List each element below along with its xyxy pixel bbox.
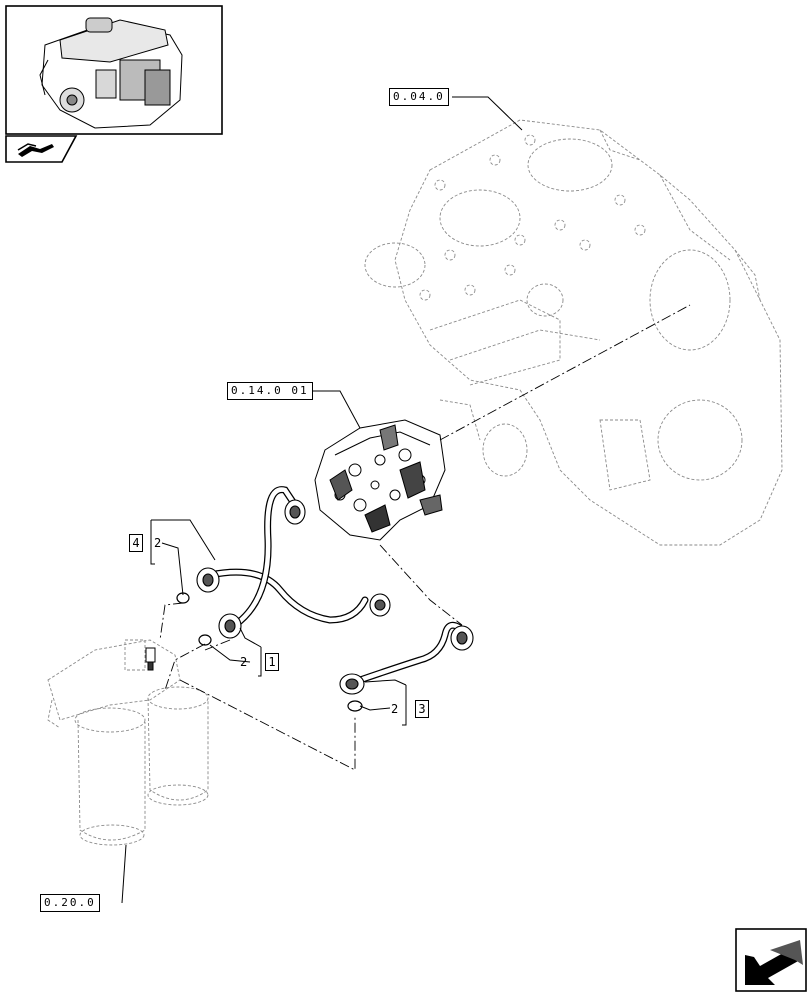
leader-lines: [121, 96, 523, 904]
seal-washer[interactable]: [176, 592, 363, 712]
filter-connector: [145, 647, 156, 671]
engine-thumbnail-icon[interactable]: [5, 5, 223, 135]
callout-qty-3: 2: [391, 702, 399, 716]
callout-qty-1: 2: [240, 655, 248, 669]
ref-label-fuel-filter[interactable]: 0.20.0: [40, 894, 100, 912]
injection-pump[interactable]: [314, 419, 446, 541]
ref-label-injection-pump[interactable]: 0.14.0 01: [227, 382, 313, 400]
book-view-icon[interactable]: [5, 135, 78, 163]
callout-box-3[interactable]: 3: [415, 700, 429, 718]
banjo-fitting[interactable]: [196, 499, 474, 695]
fuel-pipe-item-3[interactable]: [356, 621, 464, 684]
engine-block-outline: [364, 119, 783, 546]
fuel-filter-outline: [47, 639, 209, 846]
fuel-pipe-filter-to-pump[interactable]: [206, 568, 369, 624]
callout-qty-4: 2: [154, 536, 162, 550]
callout-box-4[interactable]: 4: [129, 534, 143, 552]
ref-label-engine-block[interactable]: 0.04.0: [389, 88, 449, 106]
callout-box-1[interactable]: 1: [265, 653, 279, 671]
next-page-arrow-icon[interactable]: [735, 928, 807, 992]
fuel-pipe-return[interactable]: [231, 486, 299, 629]
assembly-lines: [159, 304, 691, 771]
